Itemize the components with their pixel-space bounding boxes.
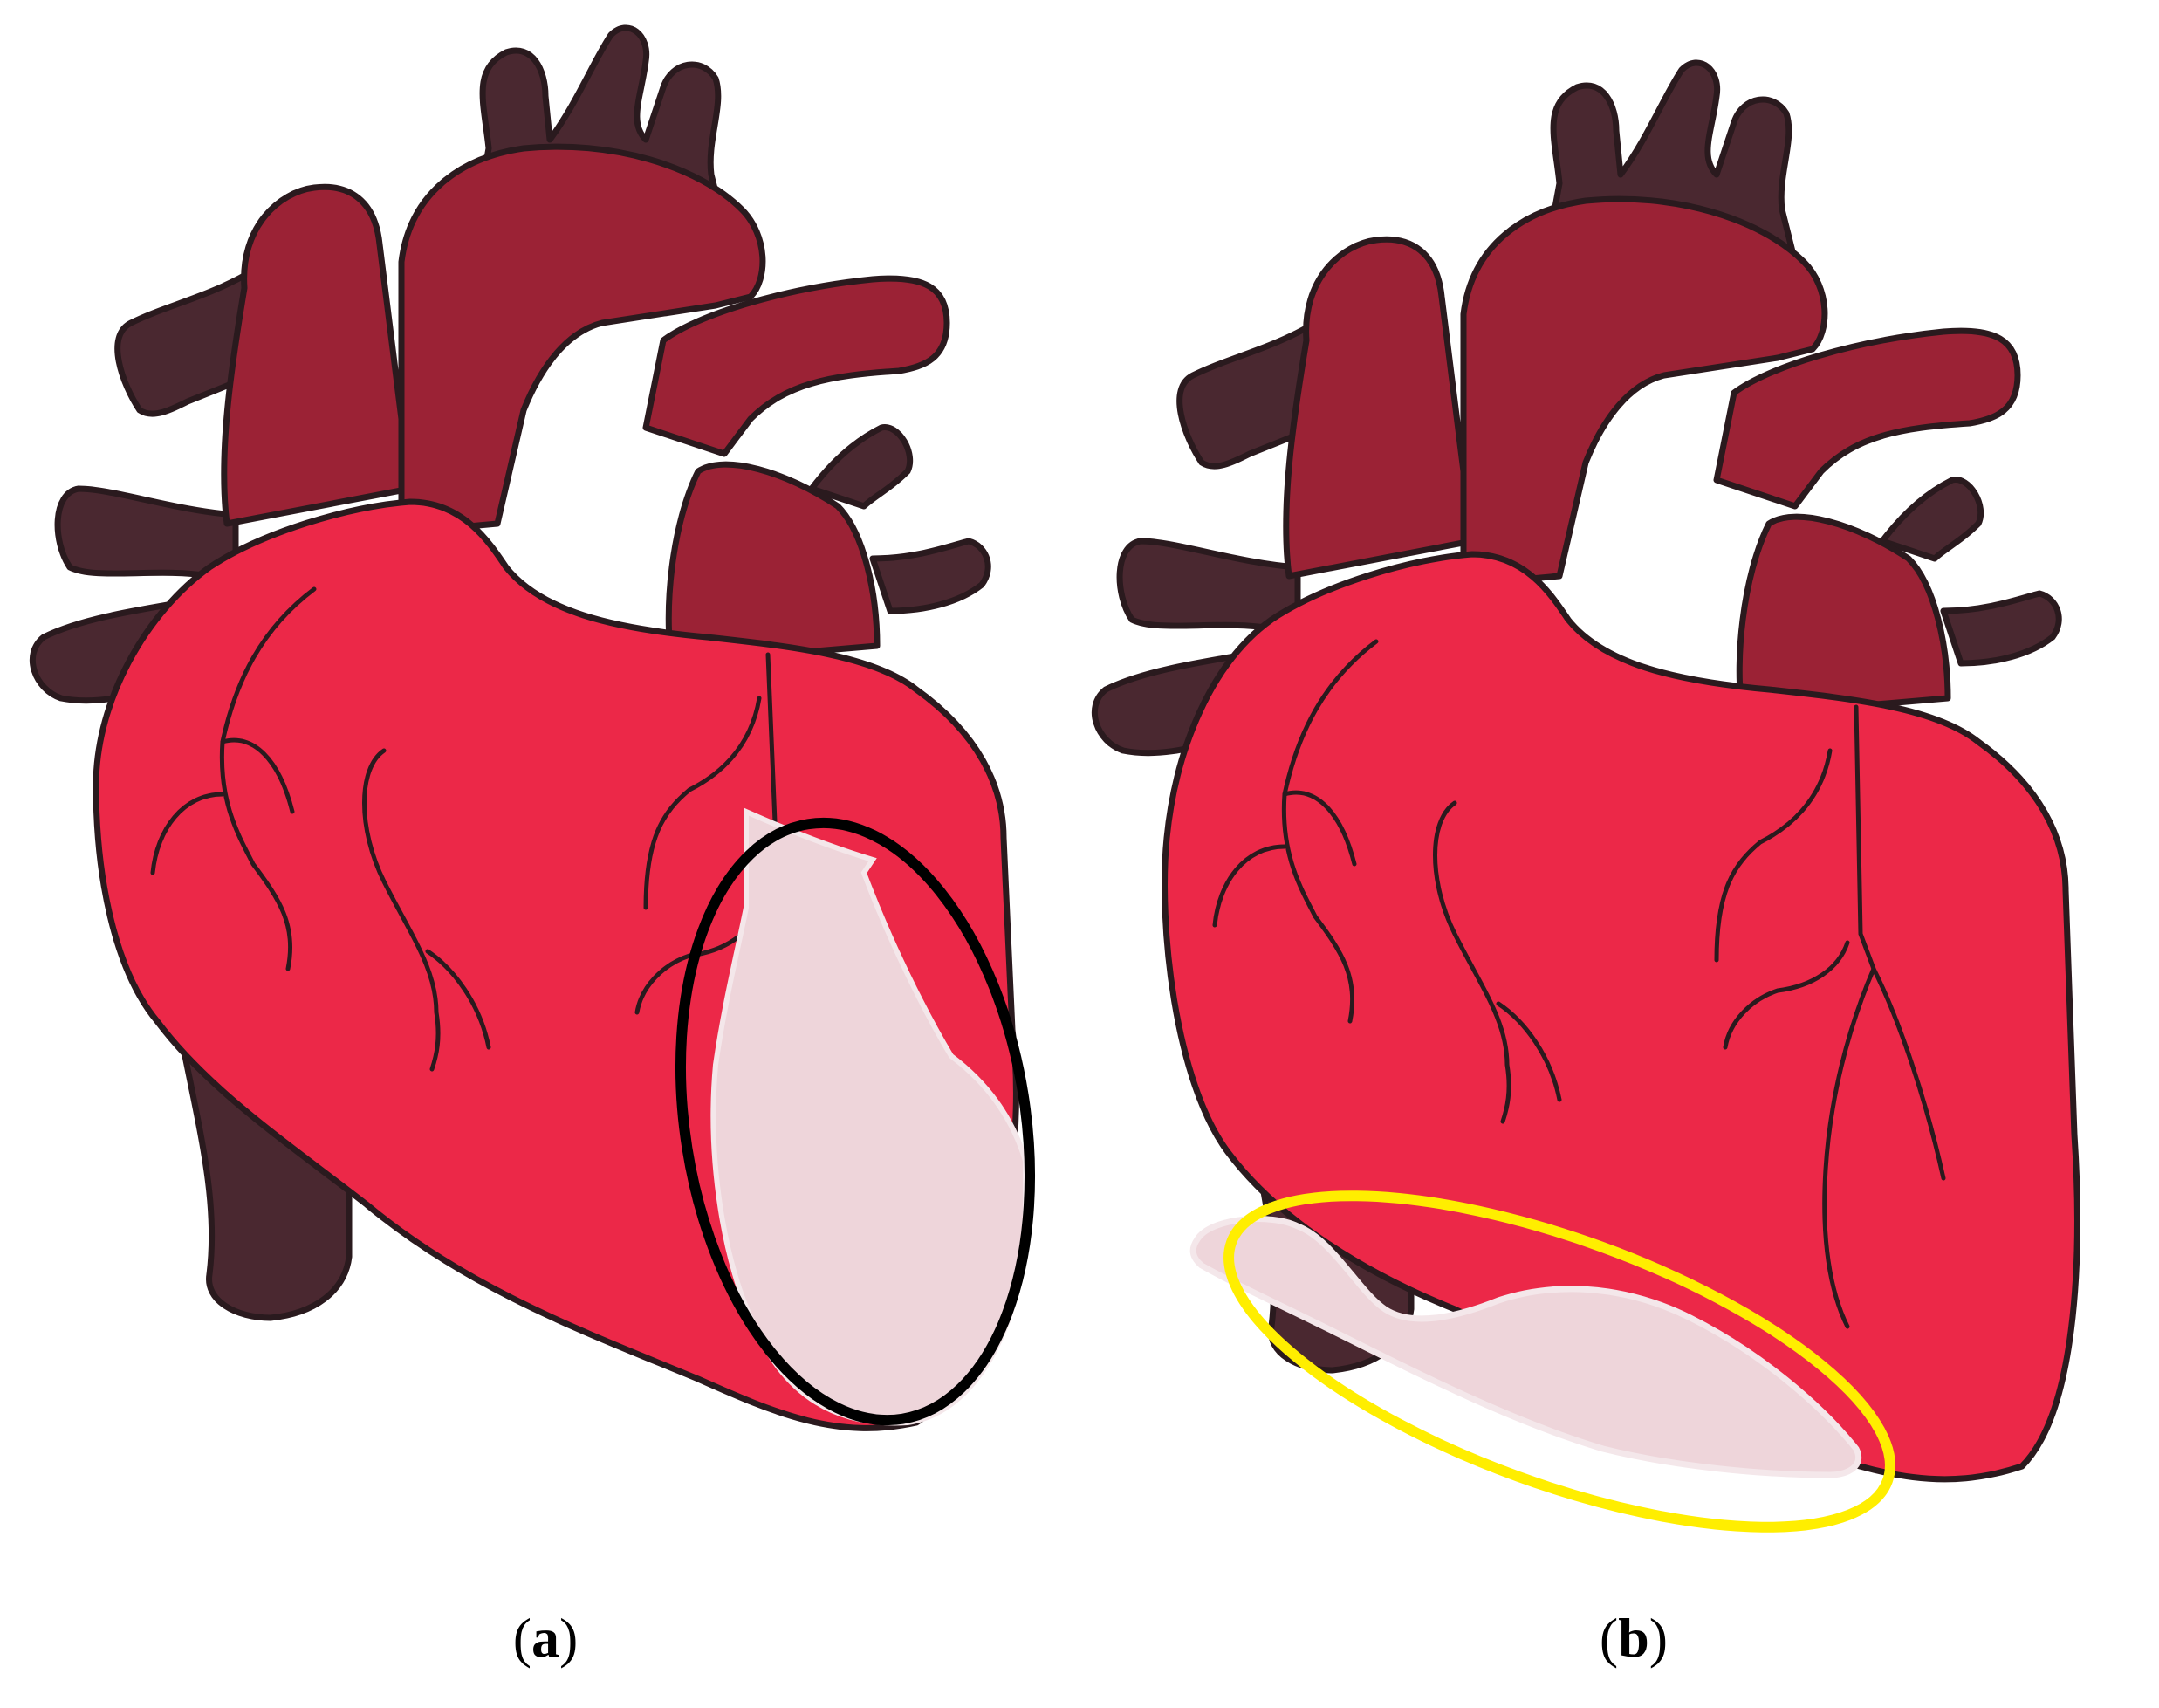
aorta-a [398, 143, 766, 536]
coronary-9-b [1822, 966, 1876, 1329]
vessel-right-top-b [1879, 477, 1984, 562]
coronary-5-a [425, 949, 491, 1050]
caption-b: (b) [1546, 1610, 1721, 1666]
ventricle-body-b [1162, 551, 2080, 1483]
caption-b-open: ( [1599, 1607, 1619, 1669]
caption-a-letter: a [531, 1607, 559, 1669]
vessel-left-mid-a [54, 485, 239, 588]
lesion-area-a [710, 807, 1028, 1426]
coronary-4-b [1433, 800, 1511, 1124]
vessel-right-mid-b [1940, 590, 2062, 667]
coronary-2-a [220, 737, 295, 814]
vessel-right-mid-a [869, 538, 991, 614]
coronary-10-b [1871, 966, 1946, 1181]
coronary-8-b [1723, 940, 1850, 1050]
vessel-left-mid-b [1116, 538, 1301, 641]
coronary-2-b [1282, 790, 1357, 867]
caption-a-open: ( [512, 1607, 531, 1669]
heart-b [1091, 59, 2080, 1483]
pulmonary-artery-b [1713, 327, 2021, 510]
aorta-b [1460, 195, 1828, 588]
panel-a: (a) [29, 24, 1036, 1666]
coronary-1-a [219, 586, 317, 971]
heart-illustration-b [1091, 59, 2080, 1533]
left-atrium-a [665, 461, 881, 667]
caption-b-letter: b [1618, 1607, 1649, 1669]
caption-b-close: ) [1648, 1607, 1669, 1669]
vessel-right-top-a [808, 424, 914, 510]
pulmonary-artery-a [642, 275, 950, 457]
highlight-ring-a [675, 817, 1036, 1426]
left-atrium-b [1736, 513, 1951, 719]
coronary-3-a [150, 792, 225, 875]
caption-a-close: ) [559, 1607, 579, 1669]
vessel-left-upper-a [114, 267, 257, 417]
coronary-3-b [1212, 844, 1287, 928]
coronary-7-a [643, 696, 762, 910]
coronary-1-b [1281, 639, 1379, 1024]
coronary-lines-b [1212, 639, 1946, 1329]
coronary-5-b [1496, 1001, 1562, 1102]
vessel-left-upper-b [1176, 319, 1319, 470]
right-atrium-appendage-a [221, 183, 414, 527]
highlight-ring-b [1223, 1190, 1895, 1533]
lesion-area-b [1189, 1216, 1862, 1478]
vessel-bottom-a [180, 1044, 353, 1321]
right-atrium-appendage-b [1283, 236, 1476, 580]
heart-illustration-a [29, 24, 1036, 1431]
coronary-6-b [1854, 704, 1876, 971]
coronary-7-b [1714, 748, 1833, 963]
coronary-4-a [362, 748, 441, 1072]
panel-b: (b) [1080, 0, 2159, 1708]
caption-a: (a) [458, 1610, 633, 1666]
